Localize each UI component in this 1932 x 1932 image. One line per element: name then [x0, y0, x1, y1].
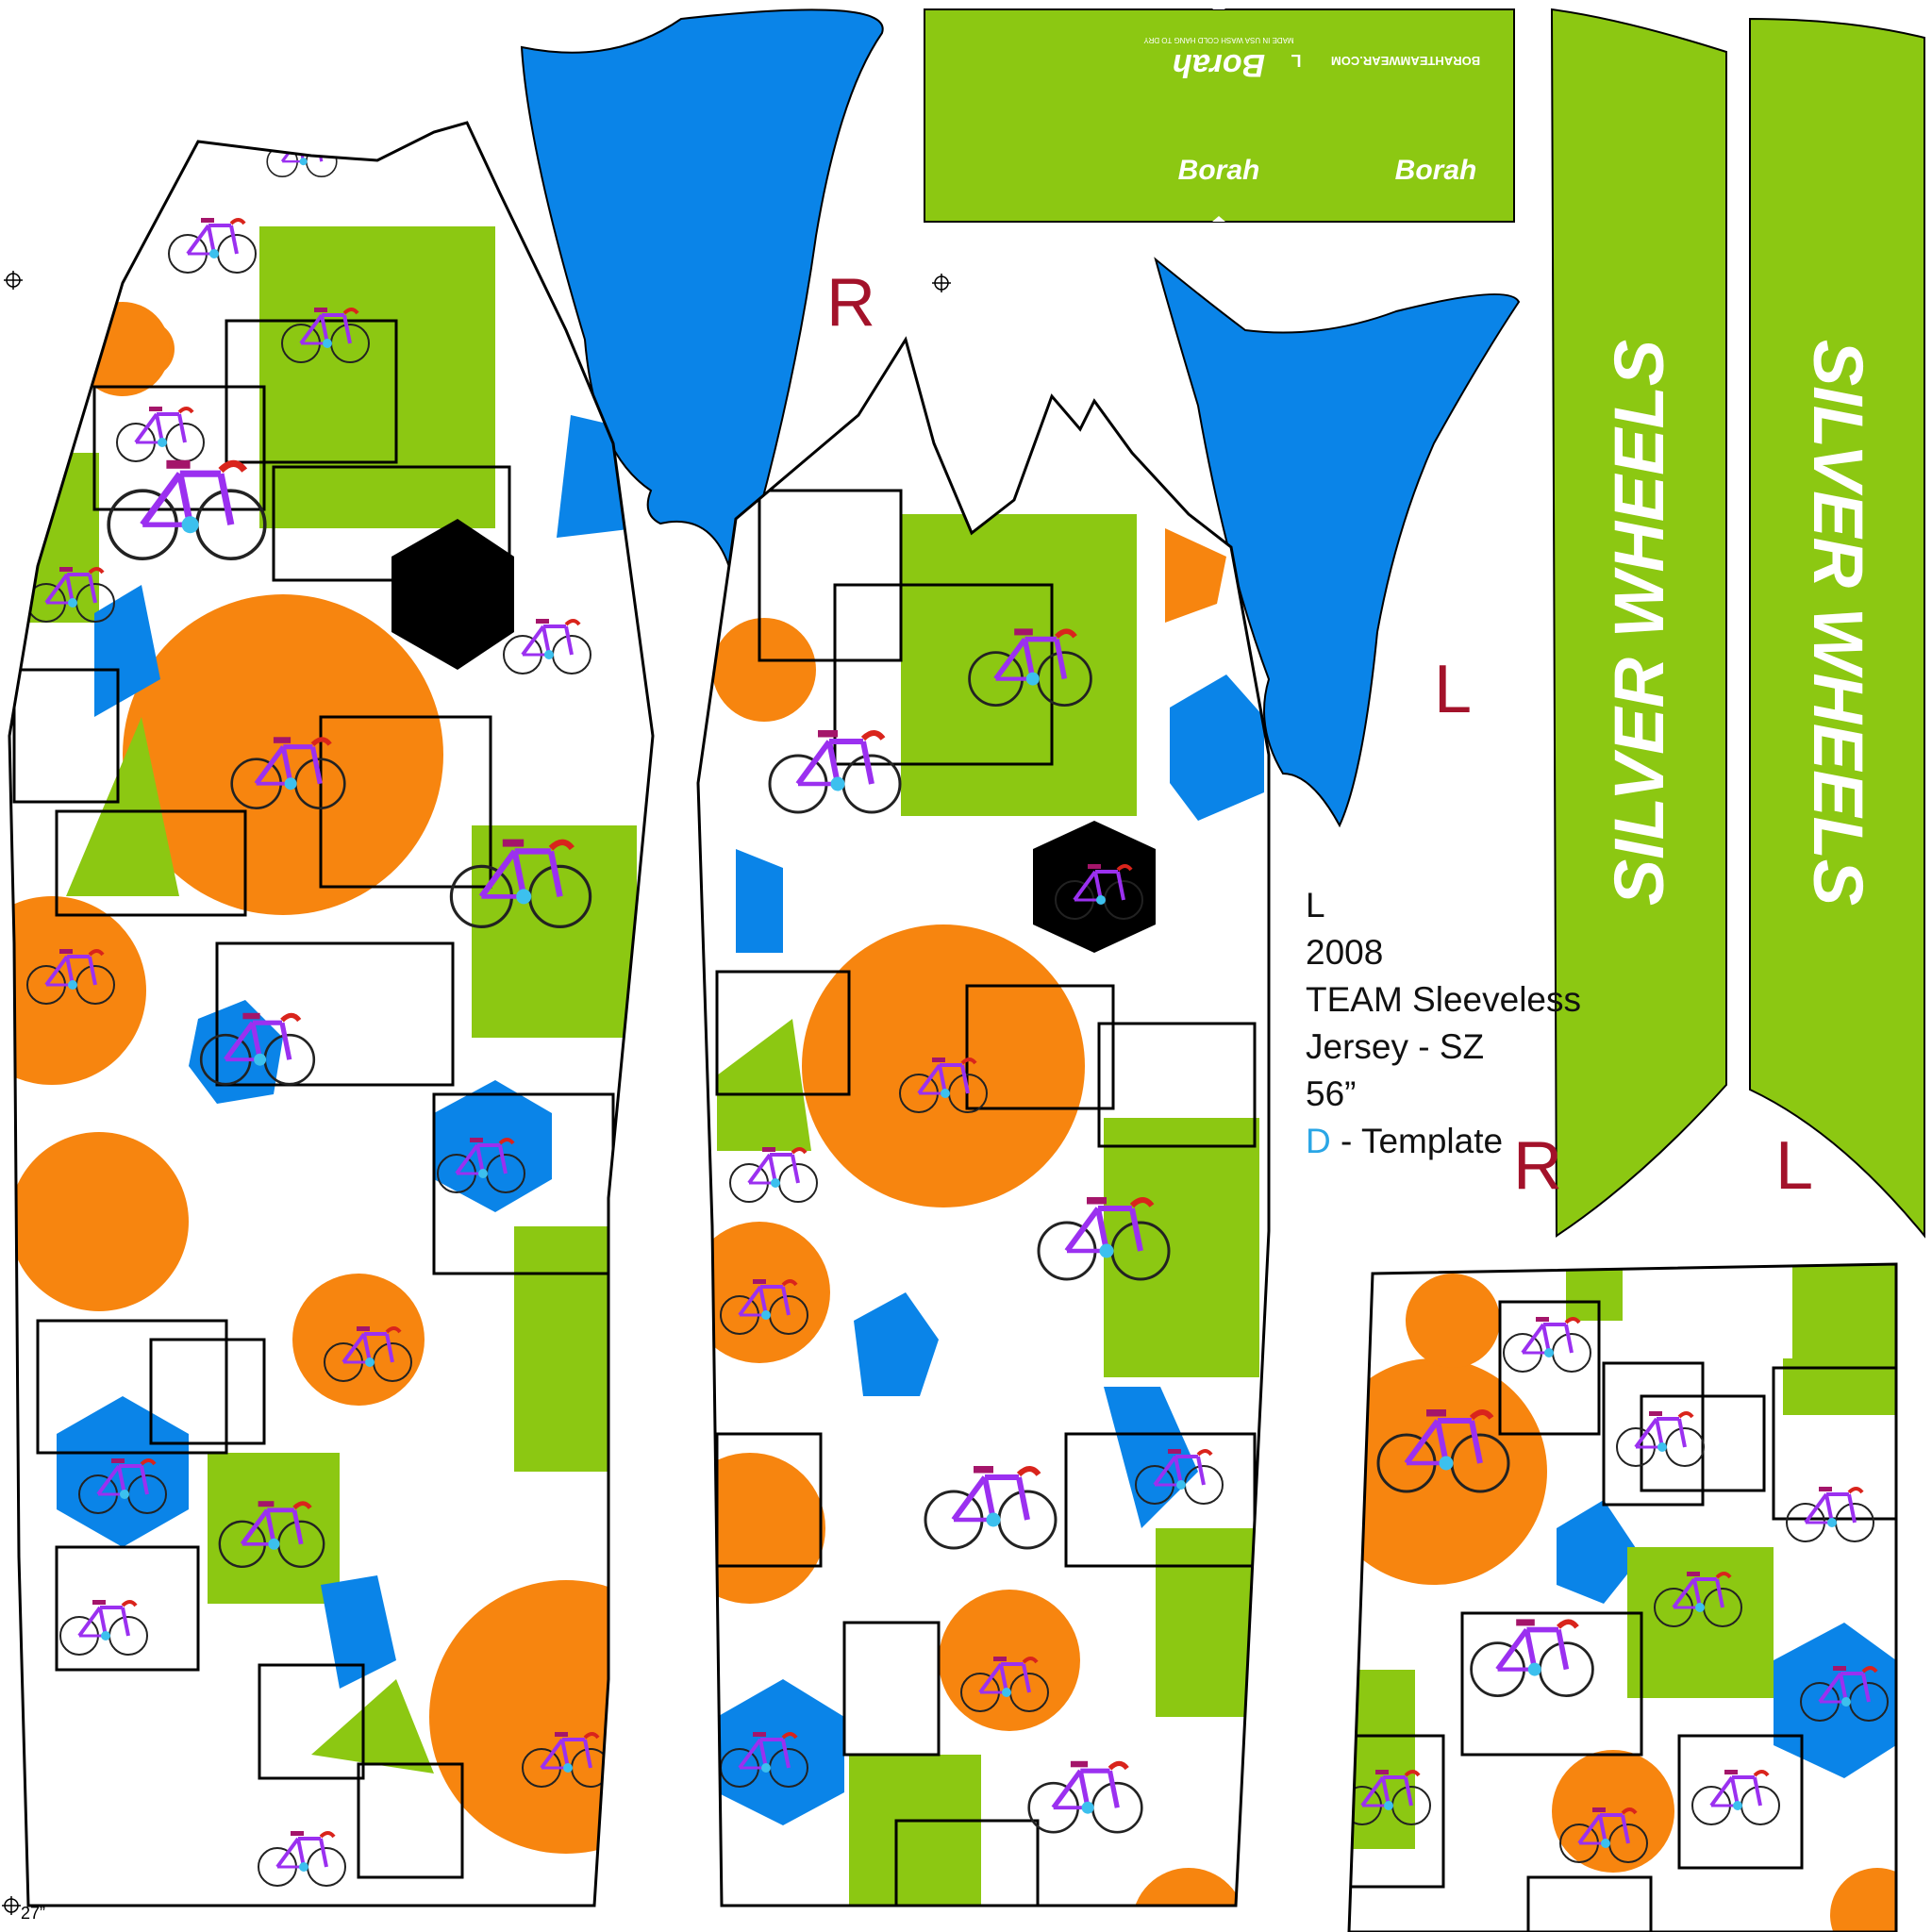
hem-panel-pattern [1349, 1264, 1896, 1932]
collar-tag-size: L [1291, 51, 1302, 70]
side-panel-left-text: SILVER WHEELS [1799, 340, 1877, 906]
registration-mark-icon [932, 274, 951, 292]
info-jersey-size: Jersey - SZ [1306, 1027, 1485, 1066]
collar-tag-text: MADE IN USA WASH COLD HANG TO DRY [1143, 36, 1294, 44]
back-panel-pattern [698, 340, 1269, 1906]
info-measure: 56” [1306, 1074, 1357, 1113]
side-panel-left [1749, 17, 1925, 1239]
panel-label-left: L [1775, 1128, 1814, 1204]
info-product: TEAM Sleeveless [1306, 980, 1581, 1019]
side-panel-right-text: SILVER WHEELS [1600, 340, 1678, 906]
side-panel-right [1550, 8, 1727, 1238]
hem-panel-outline [1347, 1262, 1898, 1932]
info-year: 2008 [1306, 933, 1384, 972]
armhole-piece-right [520, 8, 884, 595]
collar-brand-2: Borah [1395, 155, 1477, 186]
template-info: L 2008 TEAM Sleeveless Jersey - SZ 56” D… [1306, 882, 1581, 1165]
info-size: L [1306, 886, 1325, 924]
sleeve-label-left: L [1434, 652, 1473, 727]
collar-website: BORAHTEAMWEAR.COM [1331, 54, 1480, 68]
sleeve-label-right: R [826, 265, 875, 341]
registration-mark-icon [4, 271, 23, 290]
collar-panel [924, 4, 1515, 223]
info-template: D - Template [1306, 1118, 1581, 1165]
collar-tag-brand: Borah [1173, 47, 1265, 83]
length-marker: 27” [21, 1904, 45, 1923]
collar-brand-1: Borah [1178, 155, 1260, 186]
info-template-text: - Template [1330, 1122, 1504, 1160]
front-panel-outline [8, 121, 655, 1907]
registration-mark-icon [2, 1896, 21, 1915]
back-panel-outline [696, 336, 1271, 1907]
info-d-letter: D [1306, 1122, 1331, 1160]
panel-label-right: R [1513, 1128, 1562, 1204]
